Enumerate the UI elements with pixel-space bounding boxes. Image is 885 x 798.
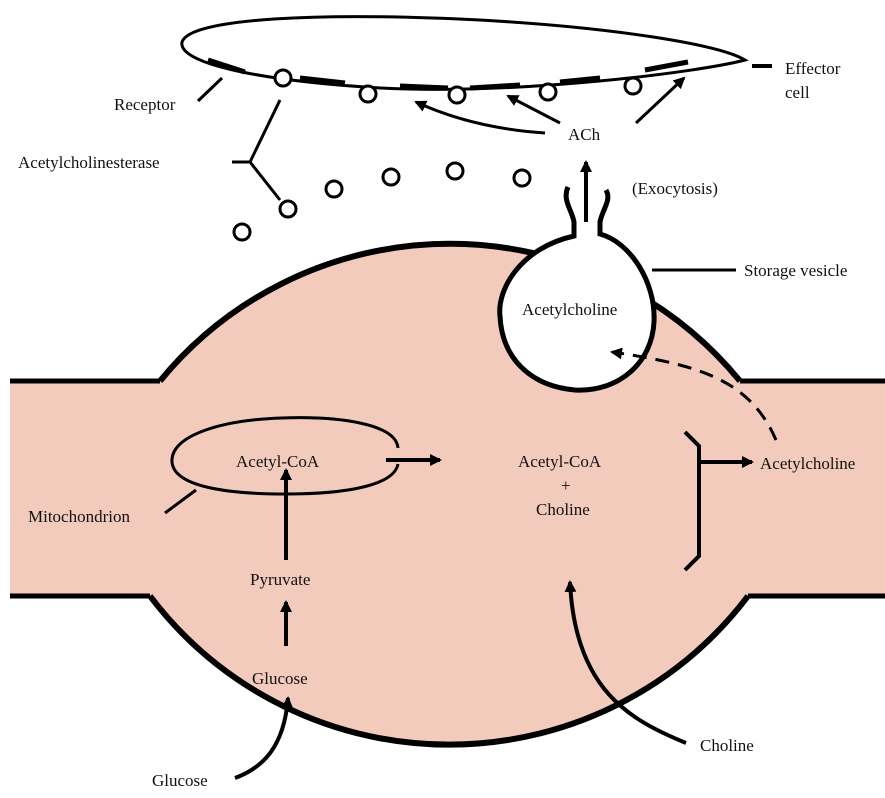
metabolic-arrows	[234, 347, 778, 780]
esterase-on-terminal	[232, 161, 532, 242]
mitochondrion	[170, 416, 400, 496]
storage-vesicle-label: Storage vesicle	[744, 261, 847, 280]
terminal-membrane-lower	[147, 594, 751, 748]
effector-cell-label-line2: cell	[785, 83, 810, 102]
cyto-choline-label: Choline	[536, 500, 590, 519]
synthesis-bracket	[683, 430, 701, 572]
ach-arrow-right	[634, 76, 686, 125]
receptor-leader	[196, 76, 224, 103]
receptor-label: Receptor	[114, 95, 176, 114]
glucose-uptake-arrow	[234, 696, 294, 780]
plus-sign: +	[561, 476, 571, 495]
mitochondrion-leader	[164, 488, 197, 515]
ach-arrow-left	[414, 100, 546, 135]
cyto-acetyl-coa-label: Acetyl-CoA	[518, 452, 602, 471]
storage-vesicle	[497, 185, 657, 393]
ach-arrow-middle	[506, 94, 561, 125]
mito-acetyl-coa-label: Acetyl-CoA	[236, 452, 320, 471]
exocytosis-label: (Exocytosis)	[632, 179, 718, 198]
ach-release-arrows	[414, 76, 686, 222]
esterase-on-effector	[273, 68, 643, 105]
mitochondrion-label: Mitochondrion	[28, 507, 130, 526]
vesicle-loading-arrow	[610, 347, 778, 441]
pyruvate-label: Pyruvate	[250, 570, 310, 589]
choline-uptake-arrow	[564, 580, 687, 745]
acetylcholine-product-label: Acetylcholine	[760, 454, 855, 473]
vesicle-content-label: Acetylcholine	[522, 300, 617, 319]
acetylcholinesterase-label: Acetylcholinesterase	[18, 153, 160, 172]
terminal-membrane-upper	[157, 240, 743, 383]
effector-cell	[180, 15, 749, 91]
effector-receptors	[207, 57, 689, 91]
choline-outside-label: Choline	[700, 736, 754, 755]
esterase-bracket	[232, 99, 282, 201]
ach-label: ACh	[568, 125, 601, 144]
glucose-outside-label: Glucose	[152, 771, 208, 790]
glucose-inside-label: Glucose	[252, 669, 308, 688]
effector-cell-label-line1: Effector	[785, 59, 841, 78]
nerve-terminal-body	[10, 242, 885, 747]
